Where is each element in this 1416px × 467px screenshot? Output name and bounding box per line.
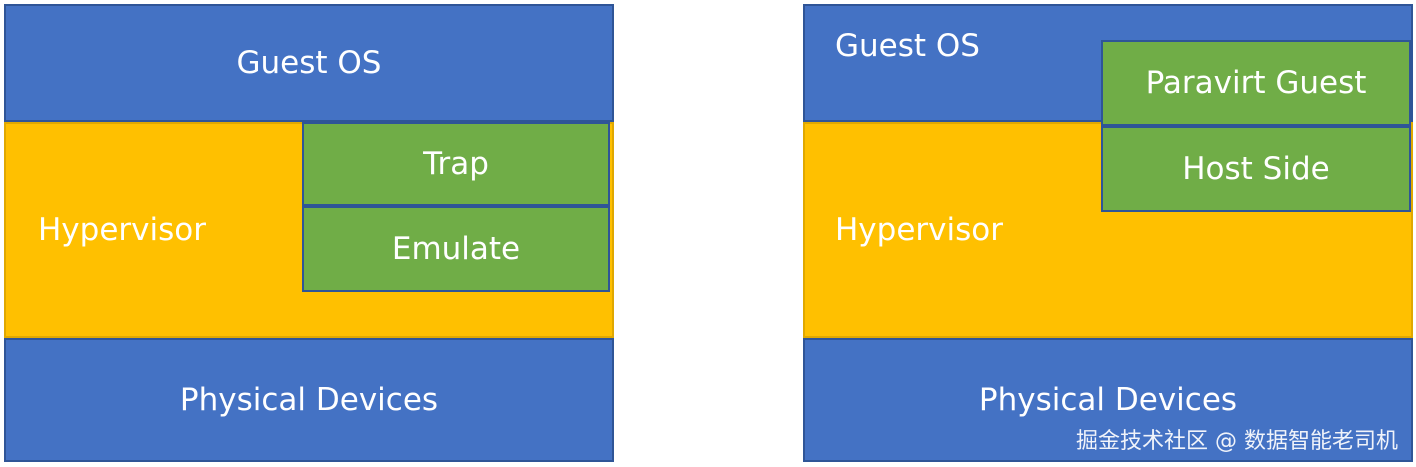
trap-label: Trap — [423, 146, 489, 182]
host-side-block: Host Side — [1101, 126, 1411, 212]
emulate-label: Emulate — [391, 231, 521, 267]
paravirt-diagram: Guest OS Hypervisor Paravirt Guest Host … — [803, 4, 1413, 462]
trap-emulate-diagram: Guest OS Hypervisor Trap Emulate Physica… — [4, 4, 614, 462]
paravirt-guest-block: Paravirt Guest — [1101, 40, 1411, 126]
guest-os-label: Guest OS — [236, 45, 382, 81]
hypervisor-label: Hypervisor — [38, 212, 206, 248]
physical-devices-layer: Physical Devices — [803, 338, 1413, 462]
physical-devices-layer: Physical Devices — [4, 338, 614, 462]
trap-block: Trap — [302, 122, 610, 206]
physical-devices-label: Physical Devices — [978, 382, 1238, 418]
guest-os-label: Guest OS — [835, 28, 980, 64]
emulate-block: Emulate — [302, 206, 610, 292]
host-side-label: Host Side — [1182, 151, 1330, 187]
hypervisor-label: Hypervisor — [835, 212, 1003, 248]
paravirt-guest-label: Paravirt Guest — [1145, 65, 1367, 101]
physical-devices-label: Physical Devices — [179, 382, 439, 418]
watermark: 掘金技术社区 @ 数据智能老司机 — [1076, 429, 1398, 454]
guest-os-layer: Guest OS — [4, 4, 614, 122]
